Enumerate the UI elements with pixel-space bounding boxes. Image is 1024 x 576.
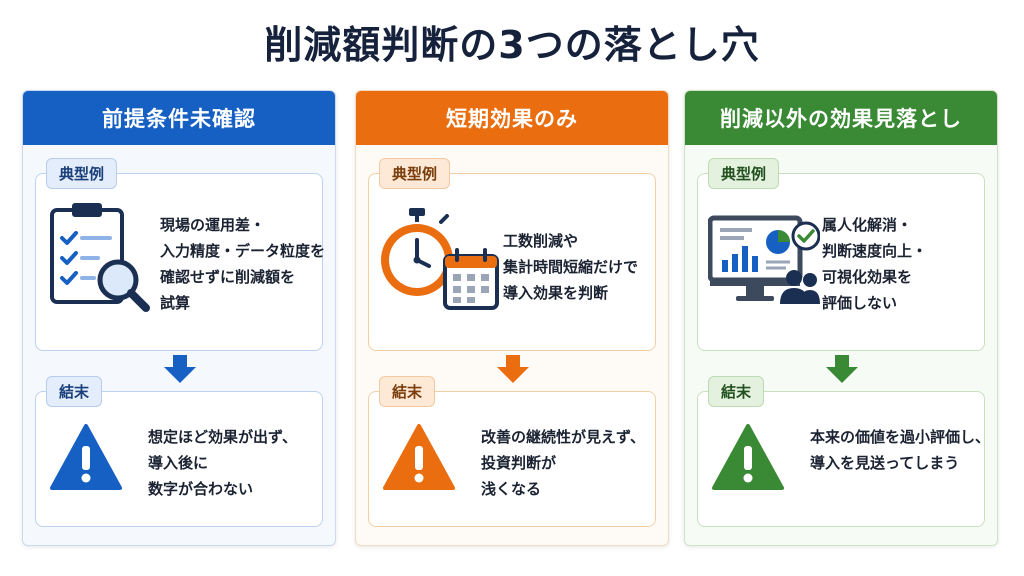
stopwatch-calendar-icon	[379, 200, 499, 320]
result-tag: 結末	[379, 376, 436, 407]
pitfall-column-2: 短期効果のみ 典型例	[355, 90, 669, 546]
example-description: 現場の運用差・ 入力精度・データ粒度を 確認せずに削減額を 試算	[160, 216, 326, 312]
result-tag: 結末	[46, 376, 103, 407]
page-title: 削減額判断の3つの落とし穴	[264, 23, 760, 67]
column-header: 短期効果のみ	[356, 91, 668, 145]
column-header: 前提条件未確認	[23, 91, 335, 145]
result-box: 結末 改善の継続性が見えず、 投資判断が 浅くなる	[368, 376, 656, 527]
clipboard-magnifier-icon	[46, 200, 158, 320]
result-tag: 結末	[708, 376, 765, 407]
example-box: 典型例 現場の運用差・ 入力精度・データ粒度を 確認せずに削減額を 試算	[35, 158, 326, 351]
warning-icon	[383, 422, 455, 494]
result-description: 本来の価値を過小評価し、 導入を見送ってしまう	[810, 428, 991, 472]
column-header: 削減以外の効果見落とし	[685, 91, 997, 145]
example-description: 工数削減や 集計時間短縮だけで 導入効果を判断	[503, 232, 639, 302]
arrow-down-icon	[164, 355, 196, 383]
result-box: 結末 本来の価値を過小評価し、 導入を見送ってしまう	[697, 376, 990, 527]
arrow-down-icon	[826, 355, 858, 383]
example-tag: 典型例	[708, 158, 780, 189]
dashboard-monitor-icon	[707, 200, 821, 320]
pitfall-column-1: 前提条件未確認 典型例 現場の運用差・ 入力精度・データ粒度を 確認せずに削減額…	[22, 90, 336, 546]
example-box: 典型例	[368, 158, 656, 351]
example-description: 属人化解消・ 判断速度向上・ 可視化効果を 評価しない	[822, 216, 928, 312]
example-tag: 典型例	[46, 158, 118, 189]
example-tag: 典型例	[379, 158, 451, 189]
pitfall-column-3: 削減以外の効果見落とし 典型例	[684, 90, 998, 546]
arrow-down-icon	[497, 355, 529, 383]
result-box: 結末 想定ほど効果が出ず、 導入後に 数字が合わない	[35, 376, 323, 527]
warning-icon	[712, 422, 784, 494]
example-box: 典型例	[697, 158, 985, 351]
warning-icon	[50, 422, 122, 494]
result-description: 改善の継続性が見えず、 投資判断が 浅くなる	[481, 428, 645, 498]
result-description: 想定ほど効果が出ず、 導入後に 数字が合わない	[148, 428, 297, 498]
